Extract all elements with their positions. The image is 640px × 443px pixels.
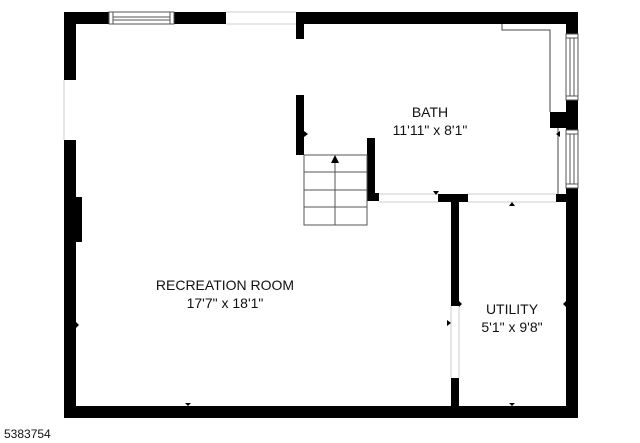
room-label-bath: BATH 11'11" x 8'1" — [370, 103, 490, 139]
top-stub — [296, 12, 304, 39]
right-wall-top — [566, 12, 578, 34]
room-name: RECREATION ROOM — [155, 277, 295, 293]
right-wall-lower — [566, 188, 578, 418]
top-wall-right — [296, 12, 578, 24]
stair-right-wall — [367, 138, 375, 200]
bath-bottom-right — [556, 194, 570, 202]
room-dimensions: 11'11" x 8'1" — [392, 122, 468, 138]
utility-left-wall-upper — [451, 194, 459, 306]
room-dimensions: 5'1" x 9'8" — [481, 319, 543, 335]
room-name: UTILITY — [485, 301, 539, 317]
room-label-recreation: RECREATION ROOM 17'7" x 18'1" — [125, 276, 325, 312]
room-label-utility: UTILITY 5'1" x 9'8" — [462, 300, 562, 336]
room-dimensions: 17'7" x 18'1" — [186, 295, 264, 311]
listing-id: 5383754 — [4, 427, 51, 441]
left-wall-bump — [70, 197, 82, 242]
room-name: BATH — [411, 104, 449, 120]
right-wall-notch — [550, 112, 568, 128]
stairs-icon — [303, 154, 368, 226]
counter-outline — [501, 24, 551, 112]
utility-left-wall-lower — [451, 378, 459, 418]
left-wall-upper — [64, 12, 76, 80]
window-icon — [565, 33, 579, 189]
stair-right-foot — [367, 193, 379, 201]
marker-icons — [76, 20, 566, 406]
stair-left-wall — [296, 95, 304, 155]
window-icon — [108, 11, 175, 25]
right-wall-mid — [566, 100, 578, 130]
top-wall-mid — [174, 12, 226, 24]
stair-arrow-icon — [331, 155, 339, 163]
bottom-wall — [64, 406, 578, 418]
